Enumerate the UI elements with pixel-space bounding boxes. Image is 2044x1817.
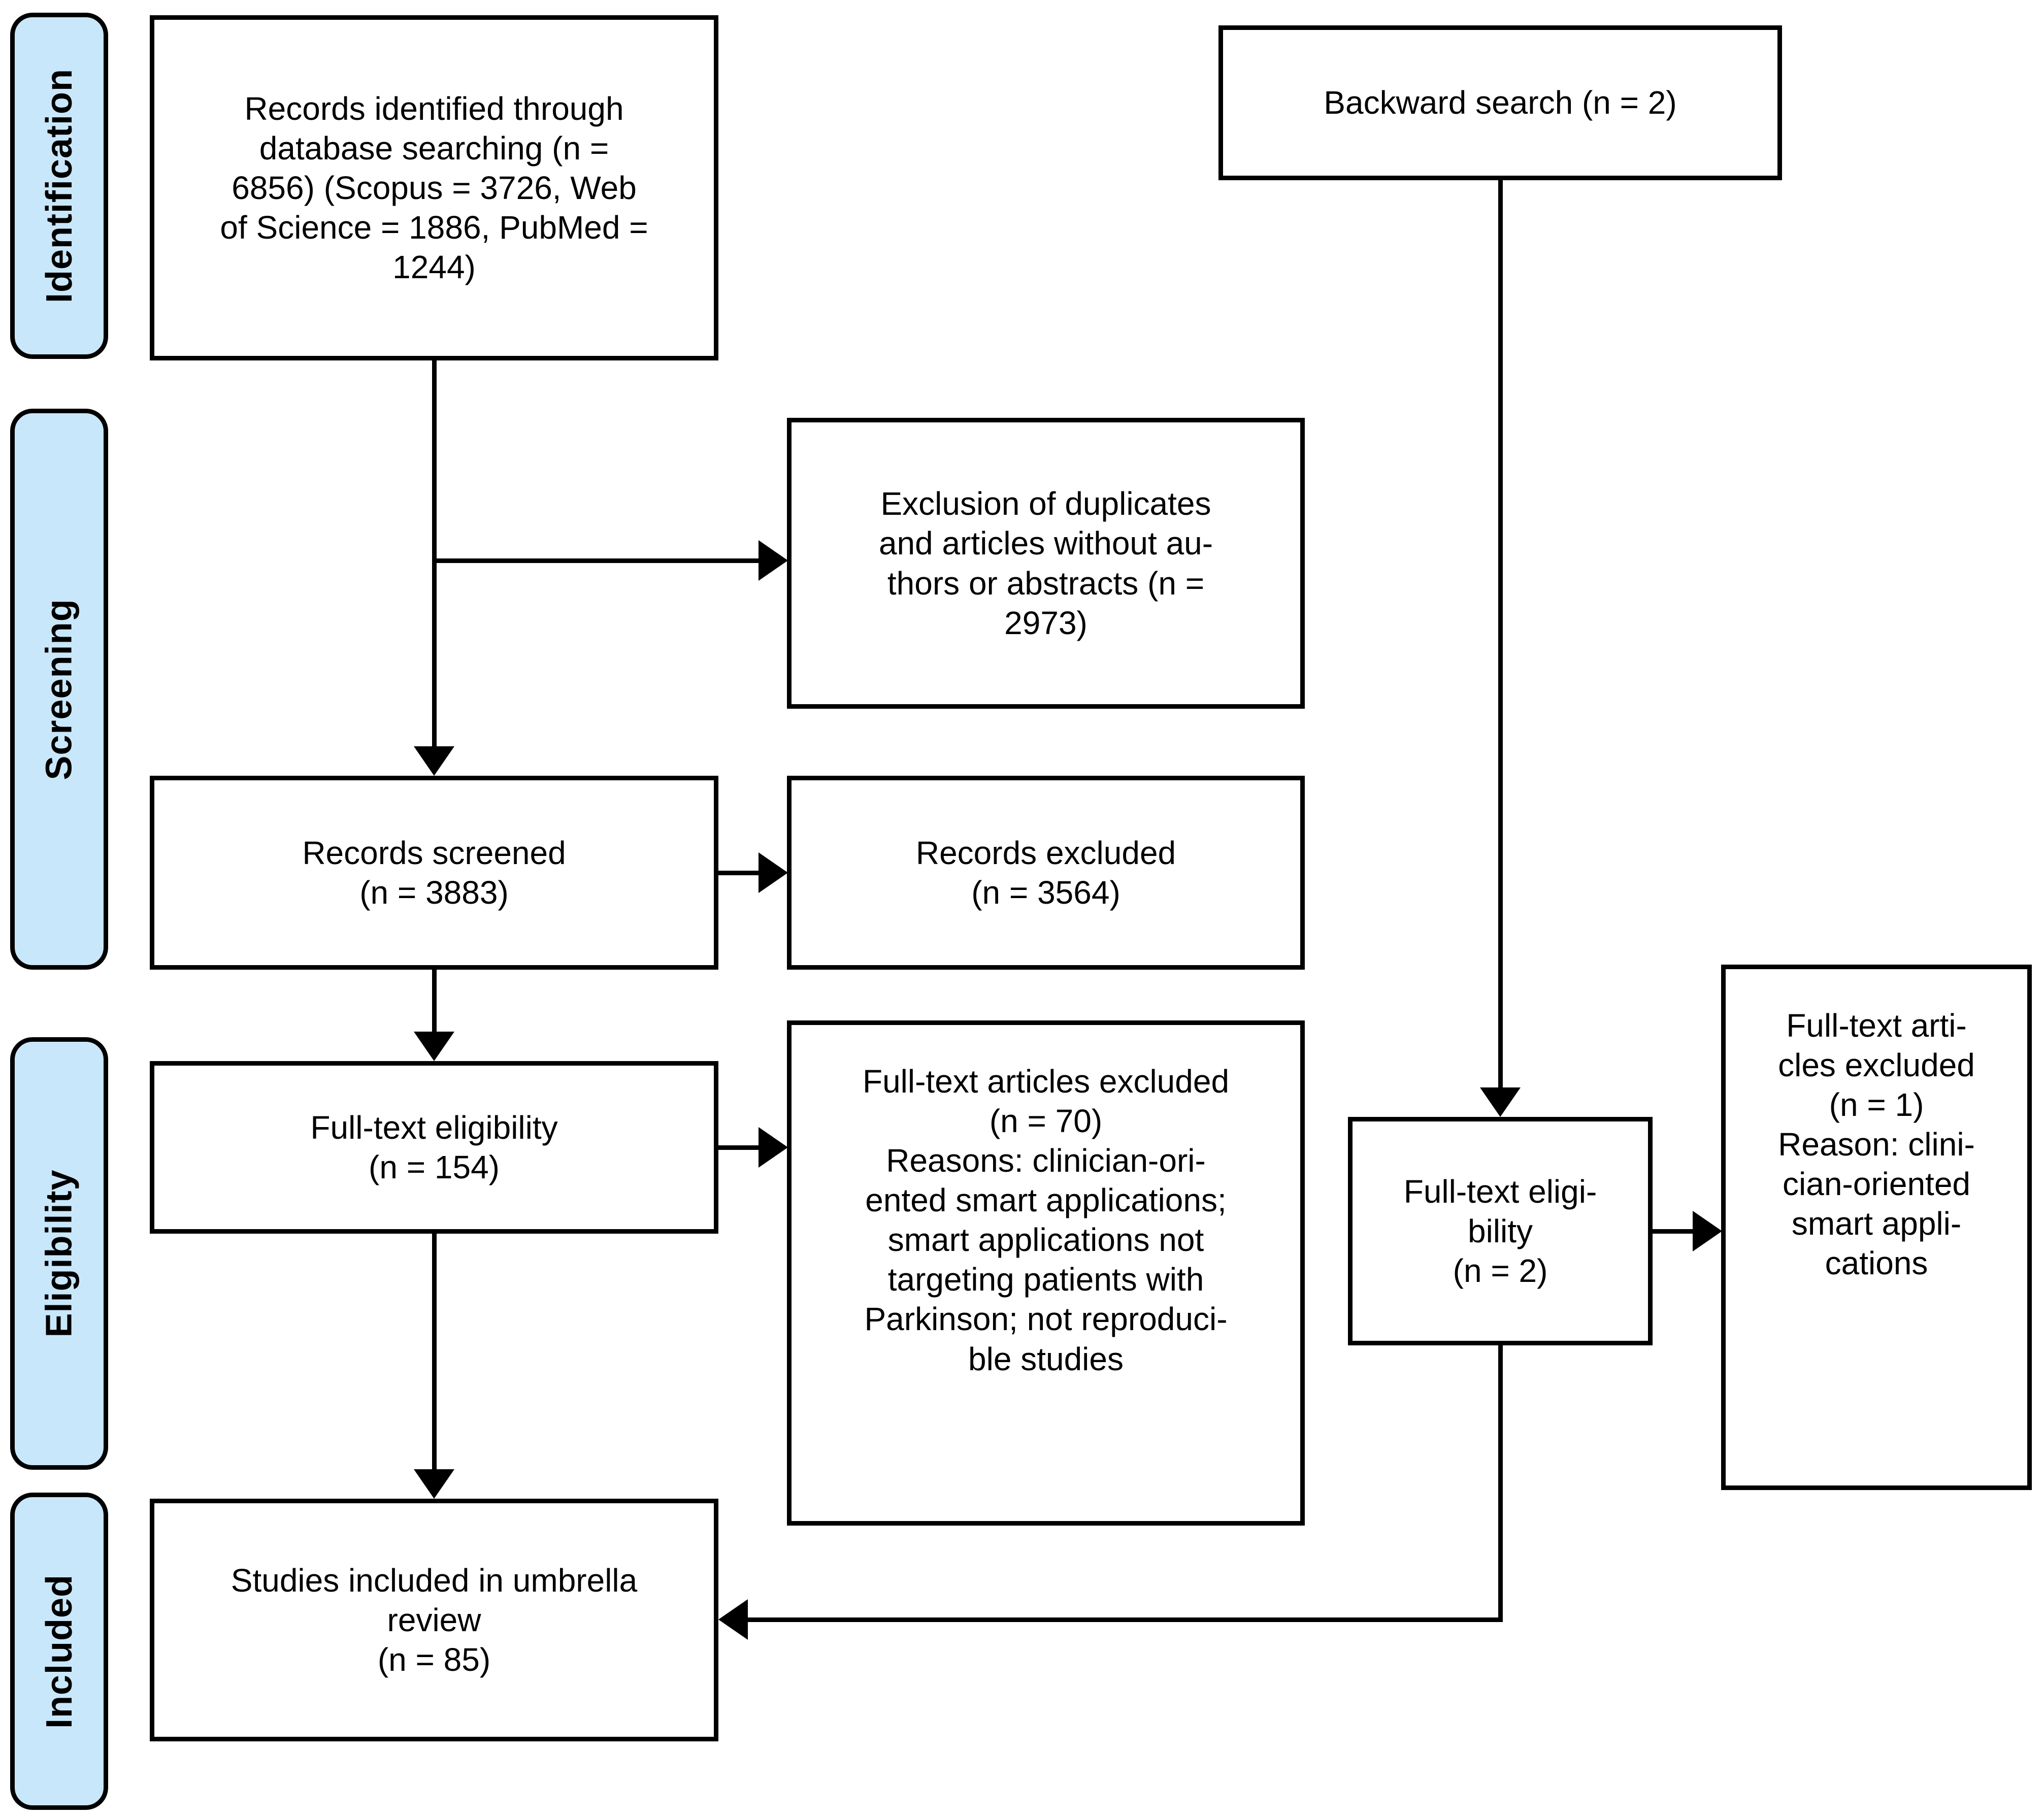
connector-eligibility-to-studies [432,1234,437,1470]
connector-eligibility-2-down [1498,1345,1503,1622]
arrowhead-into-screened [414,746,454,776]
box-fulltext-eligibility-2: Full-text eligi- bility (n = 2) [1348,1117,1653,1345]
connector-branch-to-exclusion [432,558,761,563]
connector-backward-to-eligibility-2 [1498,180,1503,1088]
connector-elbow-to-studies [747,1617,1503,1622]
arrowhead-into-excluded-1 [1693,1211,1722,1251]
box-backward-search: Backward search (n = 2) [1218,25,1782,180]
box-records-identified: Records identified through database sear… [150,15,718,360]
box-exclusion-duplicates: Exclusion of duplicates and articles wit… [787,418,1305,709]
box-studies-included: Studies included in umbrella review (n =… [150,1499,718,1741]
box-fulltext-excluded-70: Full-text articles excluded (n = 70) Rea… [787,1020,1305,1526]
phase-included-label: Included [39,1574,80,1729]
connector-screened-to-excluded [718,871,761,875]
connector-eligibility-2-to-excluded-1 [1653,1229,1693,1234]
box-fulltext-eligibility-154: Full-text eligibility (n = 154) [150,1061,718,1234]
arrowhead-into-studies-top [414,1469,454,1499]
box-records-excluded: Records excluded (n = 3564) [787,776,1305,970]
arrowhead-into-excluded [759,852,788,893]
box-records-screened: Records screened (n = 3883) [150,776,718,970]
connector-screened-to-eligibility [432,970,437,1034]
arrowhead-into-studies-right-edge [718,1599,748,1640]
box-fulltext-excluded-1: Full-text arti- cles excluded (n = 1) Re… [1721,965,2032,1490]
phase-screening-label: Screening [39,598,80,780]
phase-screening: Screening [10,409,108,970]
arrowhead-into-excluded-70 [759,1127,788,1168]
connector-identified-to-screened [432,360,437,747]
arrowhead-into-eligibility-2 [1480,1087,1521,1117]
phase-eligibility: Eligibility [10,1037,108,1470]
phase-identification-label: Identification [39,69,80,303]
connector-eligibility-to-excluded-70 [718,1145,761,1150]
arrowhead-into-eligibility-154 [414,1032,454,1061]
phase-included: Included [10,1493,108,1810]
phase-identification: Identification [10,13,108,359]
arrowhead-into-exclusion [759,540,788,581]
phase-eligibility-label: Eligibility [39,1169,80,1338]
